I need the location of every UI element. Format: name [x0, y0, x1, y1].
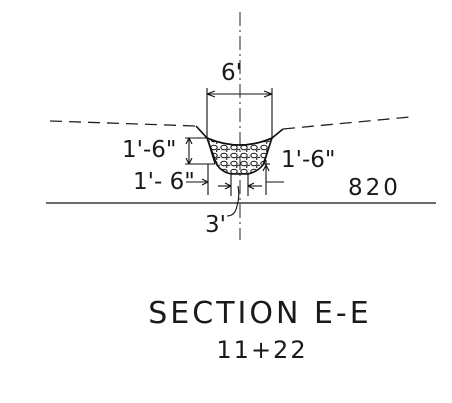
right-depth-label: 1'-6"	[281, 147, 335, 173]
top-width-dimension	[206, 88, 273, 138]
left-depth-upper-label: 1'-6"	[122, 137, 176, 163]
existing-ground-line	[49, 116, 411, 130]
station-label: 11+22	[216, 336, 307, 364]
left-depth-dimension	[185, 137, 215, 195]
elevation-label: 820	[348, 175, 401, 201]
bottom-width-label: 3'	[205, 212, 226, 238]
top-width-label: 6'	[221, 60, 242, 86]
left-depth-lower-label: 1'- 6"	[133, 169, 195, 195]
bottom-width-dimension	[218, 174, 262, 217]
section-title: SECTION E-E	[148, 296, 371, 331]
right-depth-dimension	[262, 160, 284, 195]
ditch-section	[195, 125, 284, 175]
